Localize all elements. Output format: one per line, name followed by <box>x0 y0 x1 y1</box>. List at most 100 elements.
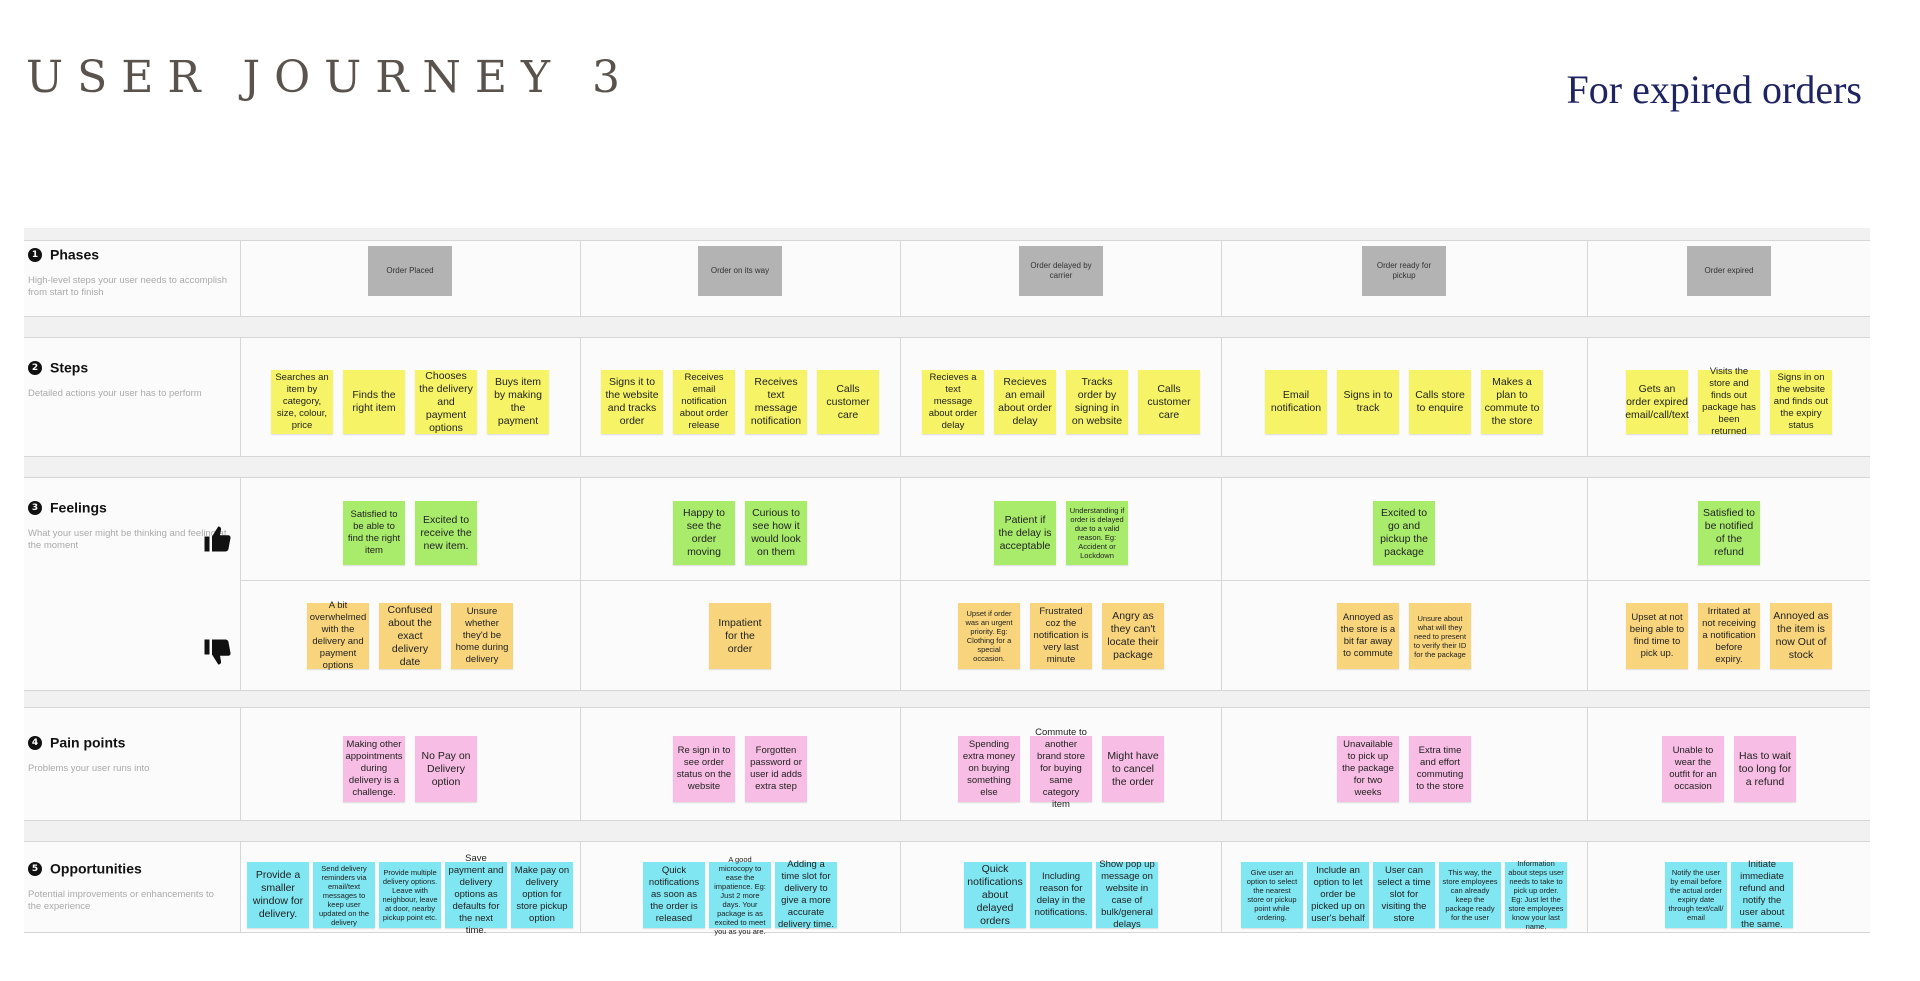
negative-feeling-note: Annoyed as the item is now Out of stock <box>1770 603 1832 669</box>
row-border-line <box>24 316 1870 317</box>
row-number-badge: 4 <box>28 735 42 750</box>
opportunity-note: Notify the user by email before the actu… <box>1665 862 1727 928</box>
row-number-badge: 1 <box>28 247 42 262</box>
column-divider <box>240 841 241 932</box>
column-divider <box>240 240 241 316</box>
negative-feeling-note: Unsure whether they'd be home during del… <box>451 603 513 669</box>
phase-card: Order ready for pickup <box>1362 246 1446 296</box>
row-number-badge: 2 <box>28 360 42 375</box>
column-divider <box>1587 337 1588 456</box>
pain-point-note: Might have to cancel the order <box>1102 736 1164 802</box>
row-border-line <box>24 337 1870 338</box>
row-separator-band <box>24 228 1870 240</box>
opportunity-note: This way, the store employees can alread… <box>1439 862 1501 928</box>
row-separator-band <box>24 690 1870 707</box>
step-note: Gets an order expired email/call/text <box>1625 370 1689 434</box>
opportunity-note: Provide a smaller window for delivery. <box>247 862 309 928</box>
column-divider <box>1221 841 1222 932</box>
opportunity-note: Show pop up message on website in case o… <box>1096 859 1158 930</box>
column-divider <box>1587 477 1588 690</box>
row-background <box>24 240 1870 316</box>
column-divider <box>900 240 901 316</box>
step-note: Tracks order by signing in on website <box>1066 370 1128 434</box>
opportunity-note: Provide multiple delivery options. Leave… <box>379 862 441 928</box>
row-separator-band <box>24 316 1870 337</box>
step-note: Receives text message notification <box>745 370 807 434</box>
opportunity-note: Initiate immediate refund and notify the… <box>1731 859 1793 930</box>
opportunity-note: Send delivery reminders via email/text m… <box>313 862 375 928</box>
row-border-line <box>24 690 1870 691</box>
column-divider <box>1221 477 1222 690</box>
row-border-line <box>24 707 1870 708</box>
row-separator-band <box>24 456 1870 477</box>
column-divider <box>1221 707 1222 820</box>
negative-feeling-note: Angry as they can't locate their package <box>1102 603 1164 669</box>
row-description: Problems your user runs into <box>28 763 150 774</box>
negative-feeling-note: Irritated at not receiving a notificatio… <box>1698 603 1760 669</box>
pain-point-note: Extra time and effort commuting to the s… <box>1409 736 1471 802</box>
column-divider <box>580 477 581 690</box>
column-divider <box>580 841 581 932</box>
column-divider <box>900 707 901 820</box>
row-label: Pain points <box>50 734 126 751</box>
row-border-line <box>24 477 1870 478</box>
pain-point-note: Unable to wear the outfit for an occasio… <box>1662 736 1724 802</box>
page-subtitle: For expired orders <box>1566 67 1862 112</box>
step-note: Chooses the delivery and payment options <box>415 370 477 434</box>
step-note: Recieves a text message about order dela… <box>922 370 984 434</box>
positive-feeling-note: Excited to go and pickup the package <box>1373 501 1435 565</box>
row-number-badge: 3 <box>28 500 42 515</box>
negative-feeling-note: Confused about the exact delivery date <box>379 603 441 669</box>
page-title: USER JOURNEY 3 <box>26 52 635 103</box>
thumbs-up-icon <box>204 526 231 552</box>
pain-point-note: Spending extra money on buying something… <box>958 736 1020 802</box>
pain-point-note: No Pay on Delivery option <box>415 736 477 802</box>
negative-feeling-note: Unsure about what will they need to pres… <box>1409 603 1471 669</box>
row-label: Phases <box>50 246 100 263</box>
row-background <box>24 477 1870 690</box>
pain-point-note: Has to wait too long for a refund <box>1734 736 1796 802</box>
column-divider <box>1221 240 1222 316</box>
opportunity-note: Quick notifications about delayed orders <box>964 862 1026 928</box>
opportunity-note: Give user an option to select the neares… <box>1241 862 1303 928</box>
phase-card: Order Placed <box>368 246 452 296</box>
pain-point-note: Unavailable to pick up the package for t… <box>1337 736 1399 802</box>
row-background <box>24 707 1870 820</box>
column-divider <box>240 707 241 820</box>
row-number-badge: 5 <box>28 861 42 876</box>
opportunity-note: Including reason for delay in the notifi… <box>1030 862 1092 928</box>
negative-feeling-note: Impatient for the order <box>709 603 771 669</box>
step-note: Makes a plan to commute to the store <box>1481 370 1543 434</box>
row-separator-band <box>24 820 1870 841</box>
column-divider <box>240 477 241 690</box>
positive-feeling-note: Patient if the delay is acceptable <box>994 501 1056 565</box>
column-divider <box>1221 337 1222 456</box>
column-divider <box>900 477 901 690</box>
positive-feeling-note: Satisfied to be able to find the right i… <box>343 501 405 565</box>
row-description: High-level steps your user needs to acco… <box>28 275 228 298</box>
column-divider <box>1587 707 1588 820</box>
positive-feeling-note: Excited to receive the new item. <box>415 501 477 565</box>
negative-feeling-note: Annoyed as the store is a bit far away t… <box>1337 603 1399 669</box>
opportunity-note: Adding a time slot for delivery to give … <box>775 859 837 930</box>
feelings-split-line <box>240 580 1870 581</box>
row-border-line <box>24 240 1870 241</box>
positive-feeling-note: Satisfied to be notified of the refund <box>1698 501 1760 565</box>
step-note: Visits the store and finds out package h… <box>1698 366 1760 437</box>
column-divider <box>900 337 901 456</box>
step-note: Calls customer care <box>817 370 879 434</box>
step-note: Searches an item by category, size, colo… <box>271 370 333 434</box>
opportunity-note: Make pay on delivery option for store pi… <box>511 862 573 928</box>
opportunity-note: Quick notifications as soon as the order… <box>643 862 705 928</box>
row-border-line <box>24 841 1870 842</box>
opportunity-note: Information about steps user needs to ta… <box>1505 859 1567 931</box>
step-note: Signs in on the website and finds out th… <box>1770 370 1832 434</box>
row-label: Steps <box>50 359 89 376</box>
opportunity-note: Include an option to let order be picked… <box>1307 862 1369 928</box>
row-border-line <box>24 932 1870 933</box>
